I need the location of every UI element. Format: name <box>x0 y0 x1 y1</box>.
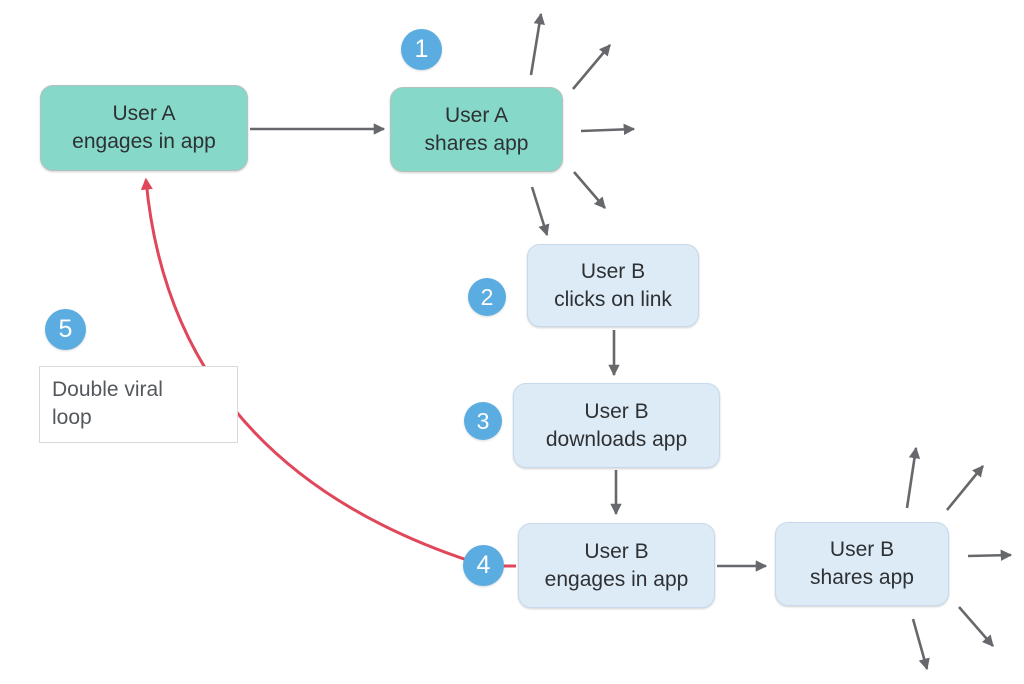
arrow-a-shares-to-b-clicks <box>530 186 550 237</box>
fanout-a-arrow-down-right <box>573 171 606 209</box>
fanout-b-arrow-down-right <box>958 606 994 647</box>
fanout-a-arrow-right <box>580 123 636 136</box>
fanout-b-arrow-up-right <box>945 465 985 511</box>
node-label-line: engages in app <box>544 567 689 591</box>
step-badge-1: 1 <box>401 29 442 70</box>
node-label-line: shares app <box>810 566 914 589</box>
loop-label-line: loop <box>52 406 92 429</box>
fanout-b-arrow-down <box>911 618 930 671</box>
node-label-line: User B <box>584 399 649 423</box>
loop-label: Double viral loop <box>39 366 238 443</box>
node-label-line: User B <box>829 538 895 561</box>
node-label-line: User A <box>444 103 509 127</box>
fanout-a-arrow-up <box>529 12 545 76</box>
loop-label-line: Double viral <box>52 378 163 401</box>
step-badge-3: 3 <box>464 402 502 440</box>
node-label-line: User B <box>584 539 649 563</box>
fanout-user-a-shares <box>529 12 636 209</box>
node-label-line: User A <box>112 102 176 125</box>
step-badge-5: 5 <box>45 309 86 350</box>
fanout-a-arrow-up-right <box>572 44 611 90</box>
step-badge-4: 4 <box>463 545 504 586</box>
node-user-b-downloads: User B downloads app <box>513 383 720 468</box>
step-badge-2: 2 <box>468 278 506 316</box>
node-user-a-shares: User A shares app <box>390 87 563 172</box>
node-label-line: downloads app <box>545 427 688 451</box>
node-label-line: shares app <box>424 131 529 155</box>
fanout-user-b-shares <box>905 446 1013 671</box>
loop-curve-red-arrow <box>140 177 471 563</box>
node-user-b-clicks: User B clicks on link <box>527 244 699 327</box>
node-label-line: User B <box>580 259 646 283</box>
node-user-b-shares: User B shares app <box>775 522 949 606</box>
fanout-b-arrow-up <box>905 446 921 509</box>
node-user-b-engages: User B engages in app <box>518 523 715 608</box>
fanout-b-arrow-right <box>967 549 1013 561</box>
node-label-line: clicks on link <box>554 287 672 311</box>
node-label-line: engages in app <box>72 130 216 153</box>
node-user-a-engages: User A engages in app <box>40 85 248 171</box>
